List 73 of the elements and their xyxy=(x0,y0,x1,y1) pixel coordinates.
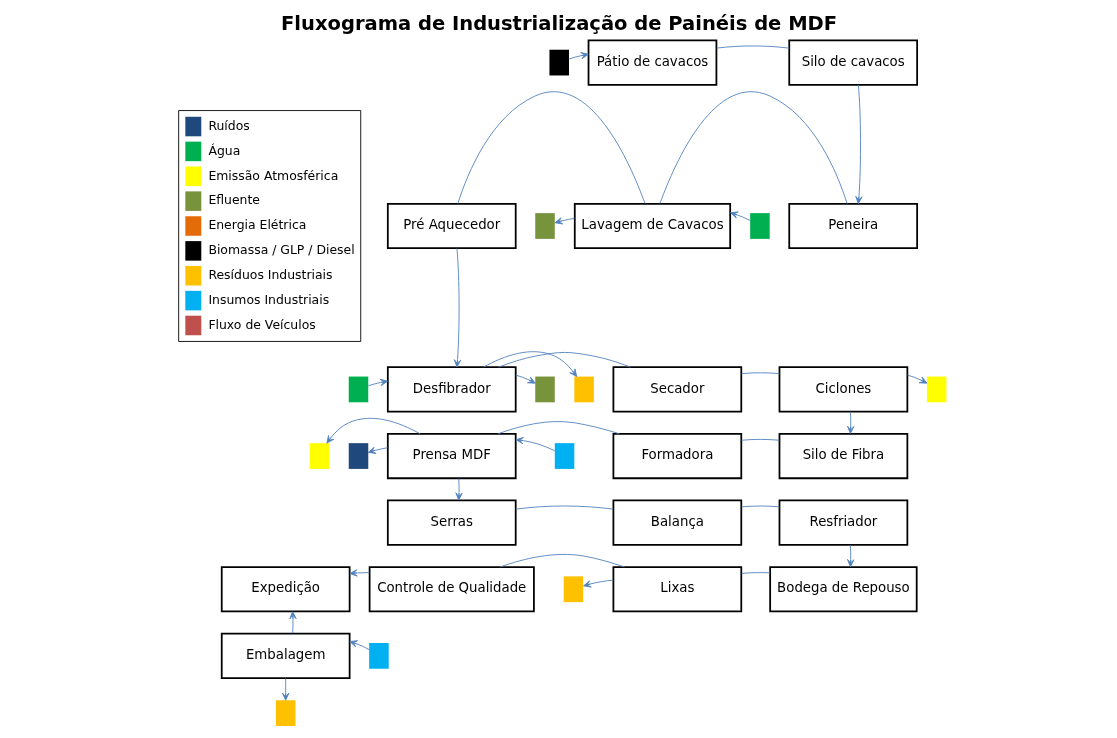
legend-label: Água xyxy=(207,142,240,158)
node-box xyxy=(573,376,594,403)
connector xyxy=(659,91,848,205)
connector xyxy=(497,421,620,435)
node-box: Lavagem de Cavacos xyxy=(573,202,731,250)
node-box: Formadora xyxy=(612,432,742,480)
node-box xyxy=(554,443,574,469)
arrow xyxy=(453,247,461,368)
legend-label: Resíduos Industriais xyxy=(207,267,333,283)
arrow xyxy=(514,374,536,384)
arrow xyxy=(281,677,289,701)
connector xyxy=(456,91,645,205)
arrow xyxy=(906,374,927,384)
node-box: Expedição xyxy=(220,566,350,613)
arrow xyxy=(515,436,555,452)
node-box: Pré Aquecedor xyxy=(386,202,517,250)
node-box: Secador xyxy=(612,366,742,413)
arrow xyxy=(454,478,463,501)
diagram-title: Fluxograma de Industrialização de Painéis de MDF xyxy=(280,12,837,36)
legend-label: Emissão Atmosférica xyxy=(207,167,338,183)
connector xyxy=(740,372,780,375)
connector xyxy=(515,505,614,510)
legend-label: Fluxo de Veículos xyxy=(207,316,316,332)
arrow xyxy=(846,411,854,434)
connector xyxy=(715,45,790,49)
node-box xyxy=(749,213,770,239)
arrow xyxy=(568,52,589,60)
node-box: Pátio de cavacos xyxy=(587,39,717,86)
node-box: Serras xyxy=(386,499,517,546)
connector xyxy=(497,352,631,368)
arrow xyxy=(288,611,297,634)
node-box: Resfriador xyxy=(778,499,908,546)
node-box: Embalagem xyxy=(220,632,350,679)
node-box xyxy=(548,49,569,76)
legend-label: Insumos Industriais xyxy=(207,291,329,307)
node-box xyxy=(534,213,555,239)
connector xyxy=(740,505,780,508)
node-box xyxy=(309,443,329,469)
node-box: Silo de cavacos xyxy=(787,39,918,86)
node-box: Bodega de Repouso xyxy=(768,566,918,613)
arrow xyxy=(348,569,370,577)
connector xyxy=(740,438,780,441)
node-box: Lixas xyxy=(612,566,742,613)
node-box: Peneira xyxy=(787,202,918,250)
node-box xyxy=(275,700,295,727)
legend-label: Ruídos xyxy=(207,117,250,133)
node-box xyxy=(348,376,368,403)
legend-label: Biomassa / GLP / Diesel xyxy=(207,242,355,258)
node-box: Desfibrador xyxy=(386,366,517,413)
node-box xyxy=(368,643,389,669)
arrow xyxy=(325,417,420,444)
node-box: Ciclones xyxy=(778,366,908,413)
node-box: Balança xyxy=(612,499,742,546)
node-box xyxy=(926,376,946,403)
legend-label: Efluente xyxy=(207,192,260,208)
node-box: Controle de Qualidade xyxy=(368,566,535,613)
legend-label: Energia Elétrica xyxy=(207,217,306,233)
node-box: Prensa MDF xyxy=(386,432,517,480)
arrow xyxy=(554,217,575,225)
connector xyxy=(740,572,770,574)
arrow xyxy=(729,211,750,221)
arrow xyxy=(854,84,863,204)
node-box xyxy=(563,576,583,603)
arrow xyxy=(348,640,370,651)
node-box: Silo de Fibra xyxy=(778,432,908,480)
arrow xyxy=(482,351,577,377)
arrow xyxy=(846,544,854,568)
arrow xyxy=(367,378,388,387)
arrow xyxy=(367,446,388,454)
arrow xyxy=(582,579,614,588)
node-box xyxy=(534,376,555,403)
node-box xyxy=(348,443,368,469)
connector xyxy=(499,553,625,568)
